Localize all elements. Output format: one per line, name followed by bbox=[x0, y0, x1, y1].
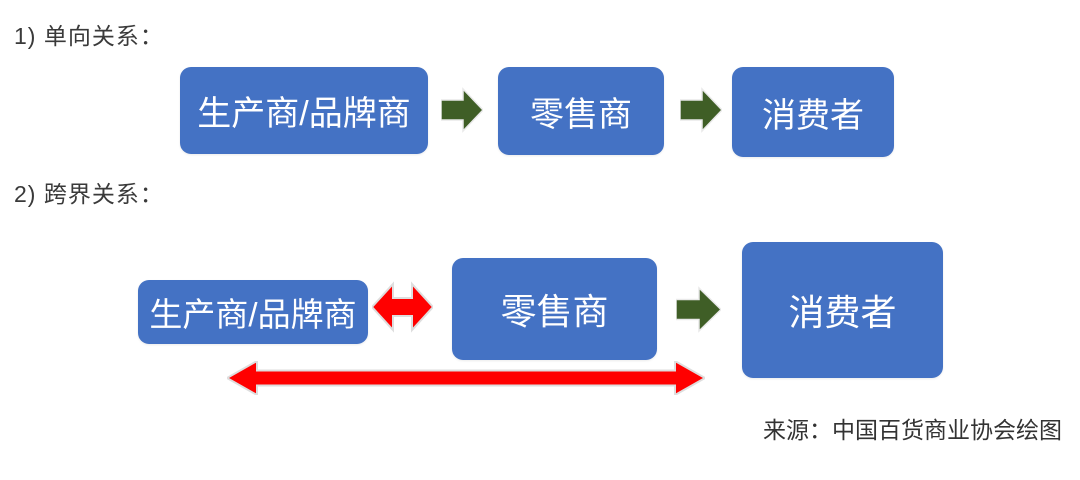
right-arrow-icon bbox=[676, 286, 721, 333]
source-note: 来源：中国百货商业协会绘图 bbox=[763, 417, 1062, 443]
double-arrow-icon bbox=[372, 281, 433, 333]
row1-box-producer: 生产商/品牌商 bbox=[180, 67, 428, 154]
row2-box-consumer: 消费者 bbox=[742, 242, 943, 378]
section1-heading: 1) 单向关系： bbox=[14, 23, 164, 49]
right-arrow-icon bbox=[680, 87, 722, 133]
row1-box-retailer: 零售商 bbox=[498, 67, 664, 155]
right-arrow-icon bbox=[441, 87, 483, 133]
row1-box-consumer: 消费者 bbox=[732, 67, 894, 157]
section2-heading: 2) 跨界关系： bbox=[14, 181, 164, 207]
row2-box-producer: 生产商/品牌商 bbox=[138, 280, 368, 344]
row2-box-retailer: 零售商 bbox=[452, 258, 657, 360]
long-double-arrow-icon bbox=[227, 361, 705, 395]
